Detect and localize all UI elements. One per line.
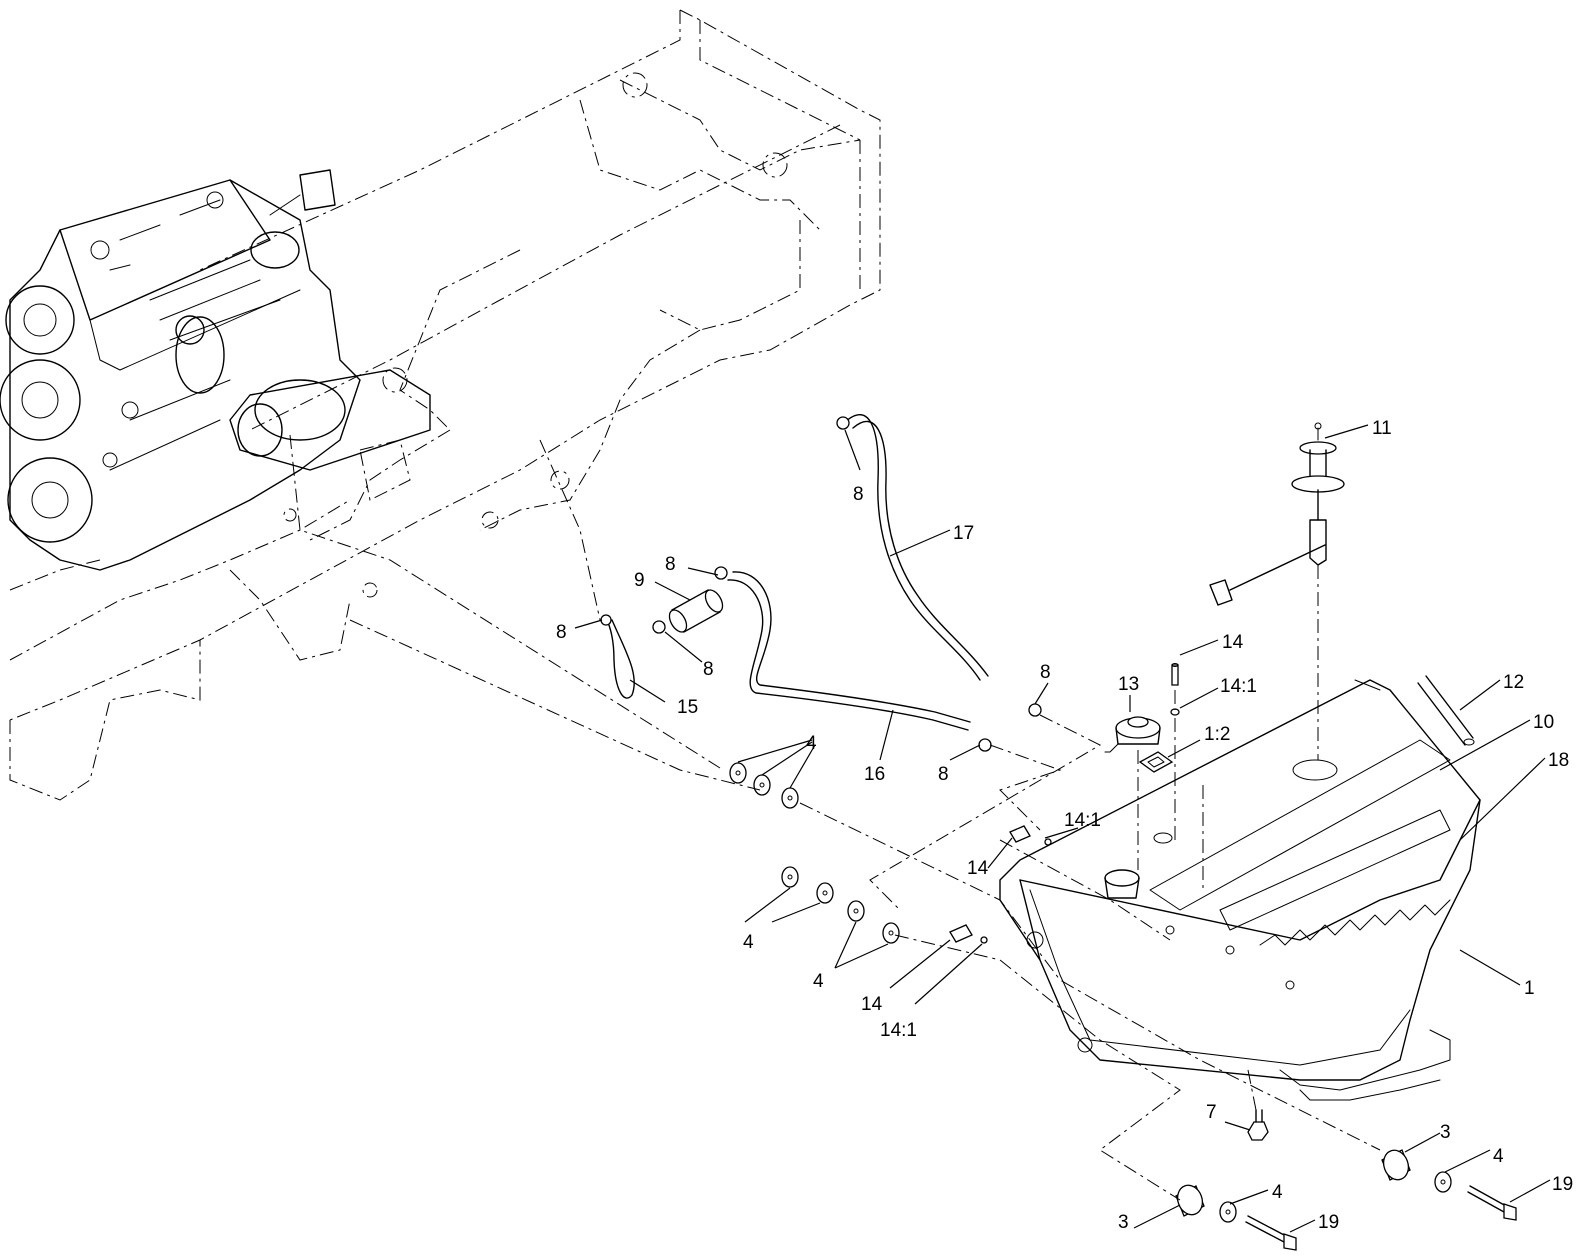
callout-label: 18 [1548,750,1569,771]
callout-label: 12 [1503,672,1524,693]
chassis-frame-phantom [9,9,881,801]
callout-label: 4 [813,971,824,992]
fuel-filter [668,589,724,633]
callout-label: 4 [743,932,754,953]
callout-label: 8 [556,622,567,643]
callout-label: 7 [1206,1102,1217,1123]
bolts [1245,1185,1517,1251]
callout-label: 10 [1533,712,1554,733]
callout-label: 4 [1272,1182,1283,1203]
callout-label: 4 [806,733,817,754]
fuel-sender [1209,422,1345,606]
fittings [949,663,1180,944]
callout-label: 14 [1222,632,1244,653]
fuel-tank [999,679,1481,1101]
isolators [1175,1149,1411,1217]
fuel-hoses [605,414,989,731]
drain-plug [1247,1109,1269,1141]
callout-label: 8 [853,484,864,505]
callout-label: 3 [1440,1122,1451,1143]
callout-label: 14 [861,994,883,1015]
callout-labels: 11 8 17 8 9 8 8 15 14 8 13 14:1 12 10 1:… [556,418,1573,1233]
callout-label: 11 [1372,418,1392,439]
decal [1138,751,1174,773]
callout-label: 19 [1318,1212,1339,1233]
callout-label: 15 [677,697,698,718]
callout-label: 13 [1118,674,1139,695]
callout-label: 8 [703,659,714,680]
callout-leaders [574,424,1551,1233]
callout-label: 14:1 [1220,676,1257,697]
callout-label: 16 [864,764,885,785]
callout-label: 8 [938,764,949,785]
callout-label: 14:1 [1064,810,1101,831]
callout-label: 1 [1524,978,1535,999]
callout-label: 1:2 [1204,724,1230,745]
assembly-guide-lines [289,434,1381,1201]
callout-label: 4 [1493,1146,1504,1167]
callout-label: 17 [953,523,974,544]
fuel-cap [1104,716,1161,753]
vent-tube [1417,675,1475,746]
hose-clamps [600,416,1042,752]
callout-label: 8 [1040,662,1051,683]
engine-assembly [0,169,431,571]
callout-label: 14 [967,858,989,879]
callout-label: 19 [1552,1174,1573,1195]
callout-label: 3 [1118,1212,1129,1233]
callout-label: 14:1 [880,1020,917,1041]
washers [729,762,1452,1223]
callout-label: 9 [634,570,645,591]
callout-label: 8 [665,554,676,575]
